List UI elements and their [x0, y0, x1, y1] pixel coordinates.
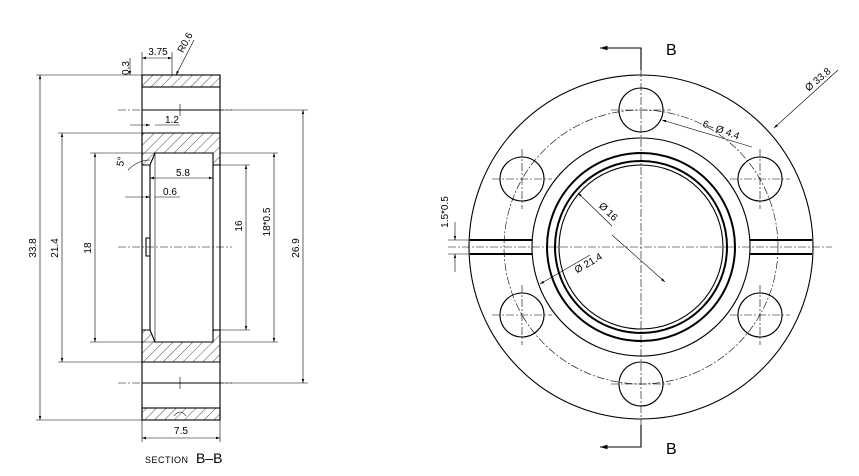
front-leaders: [448, 69, 839, 285]
dim-groove-bottom: 16: [234, 220, 245, 232]
section-extension-lines: [36, 52, 308, 442]
section-dimension-lines: [38, 39, 305, 440]
section-marker-bottom: B: [666, 441, 677, 458]
dim-step: 1.2: [165, 115, 179, 126]
dim-front-holes: 6– Ø 4.4: [701, 119, 741, 143]
bolt-hole: [730, 149, 790, 209]
dim-front-slot: 1.5*0.5: [440, 196, 451, 228]
dim-front-outer: Ø 33.8: [803, 66, 833, 94]
dim-inner-lip: 21.4: [50, 238, 61, 258]
bolt-hole: [611, 87, 671, 133]
bottom-flange-section: [141, 407, 221, 421]
dim-overall-width: 7.5: [174, 426, 188, 437]
bolt-hole: [730, 285, 790, 345]
lower-ring-section: [141, 329, 221, 363]
seal-groove-outer: [546, 152, 736, 342]
seal-groove-inner: [554, 160, 728, 334]
bolt-holes: [492, 87, 790, 407]
side-slots: [470, 239, 812, 255]
dim-groove-top: 18*0.5: [262, 207, 273, 236]
dim-bore: 18: [83, 242, 94, 254]
dim-bolt-circle: 26.9: [291, 238, 302, 258]
section-arrow-bottom: B: [600, 425, 677, 458]
bolt-hole: [492, 149, 552, 209]
section-caption: SECTION B–B: [145, 450, 222, 467]
section-marker-top: B: [666, 42, 677, 59]
section-view: 33.8 21.4 18 16 18*0.5 26.9 7.5 3.75 0.3…: [28, 31, 308, 467]
dim-front-ring: Ø 21.4: [573, 251, 605, 276]
bolt-hole: [492, 285, 552, 345]
raised-ring: [531, 137, 751, 357]
dim-top-width: 3.75: [148, 47, 168, 58]
bolt-hole: [611, 361, 671, 407]
section-arrow-top: B: [600, 42, 677, 70]
dim-outer-diameter: 33.8: [28, 238, 39, 258]
dim-front-bore: Ø 16: [596, 201, 620, 224]
dim-chamfer: 0.3: [121, 61, 132, 75]
top-flange-section: [141, 74, 221, 88]
dim-groove-depth: 0.6: [163, 187, 177, 198]
upper-ring-section: [141, 132, 221, 166]
front-view: B B Ø 33.8 6– Ø 4.4 Ø 16 Ø 21.4 1.5*0.5: [440, 42, 839, 458]
section-body: [118, 74, 232, 421]
dim-angle: 5°: [115, 156, 127, 167]
outer-circle: [468, 74, 814, 420]
bore-circle: [558, 164, 724, 330]
dim-groove-width: 5.8: [176, 168, 190, 179]
